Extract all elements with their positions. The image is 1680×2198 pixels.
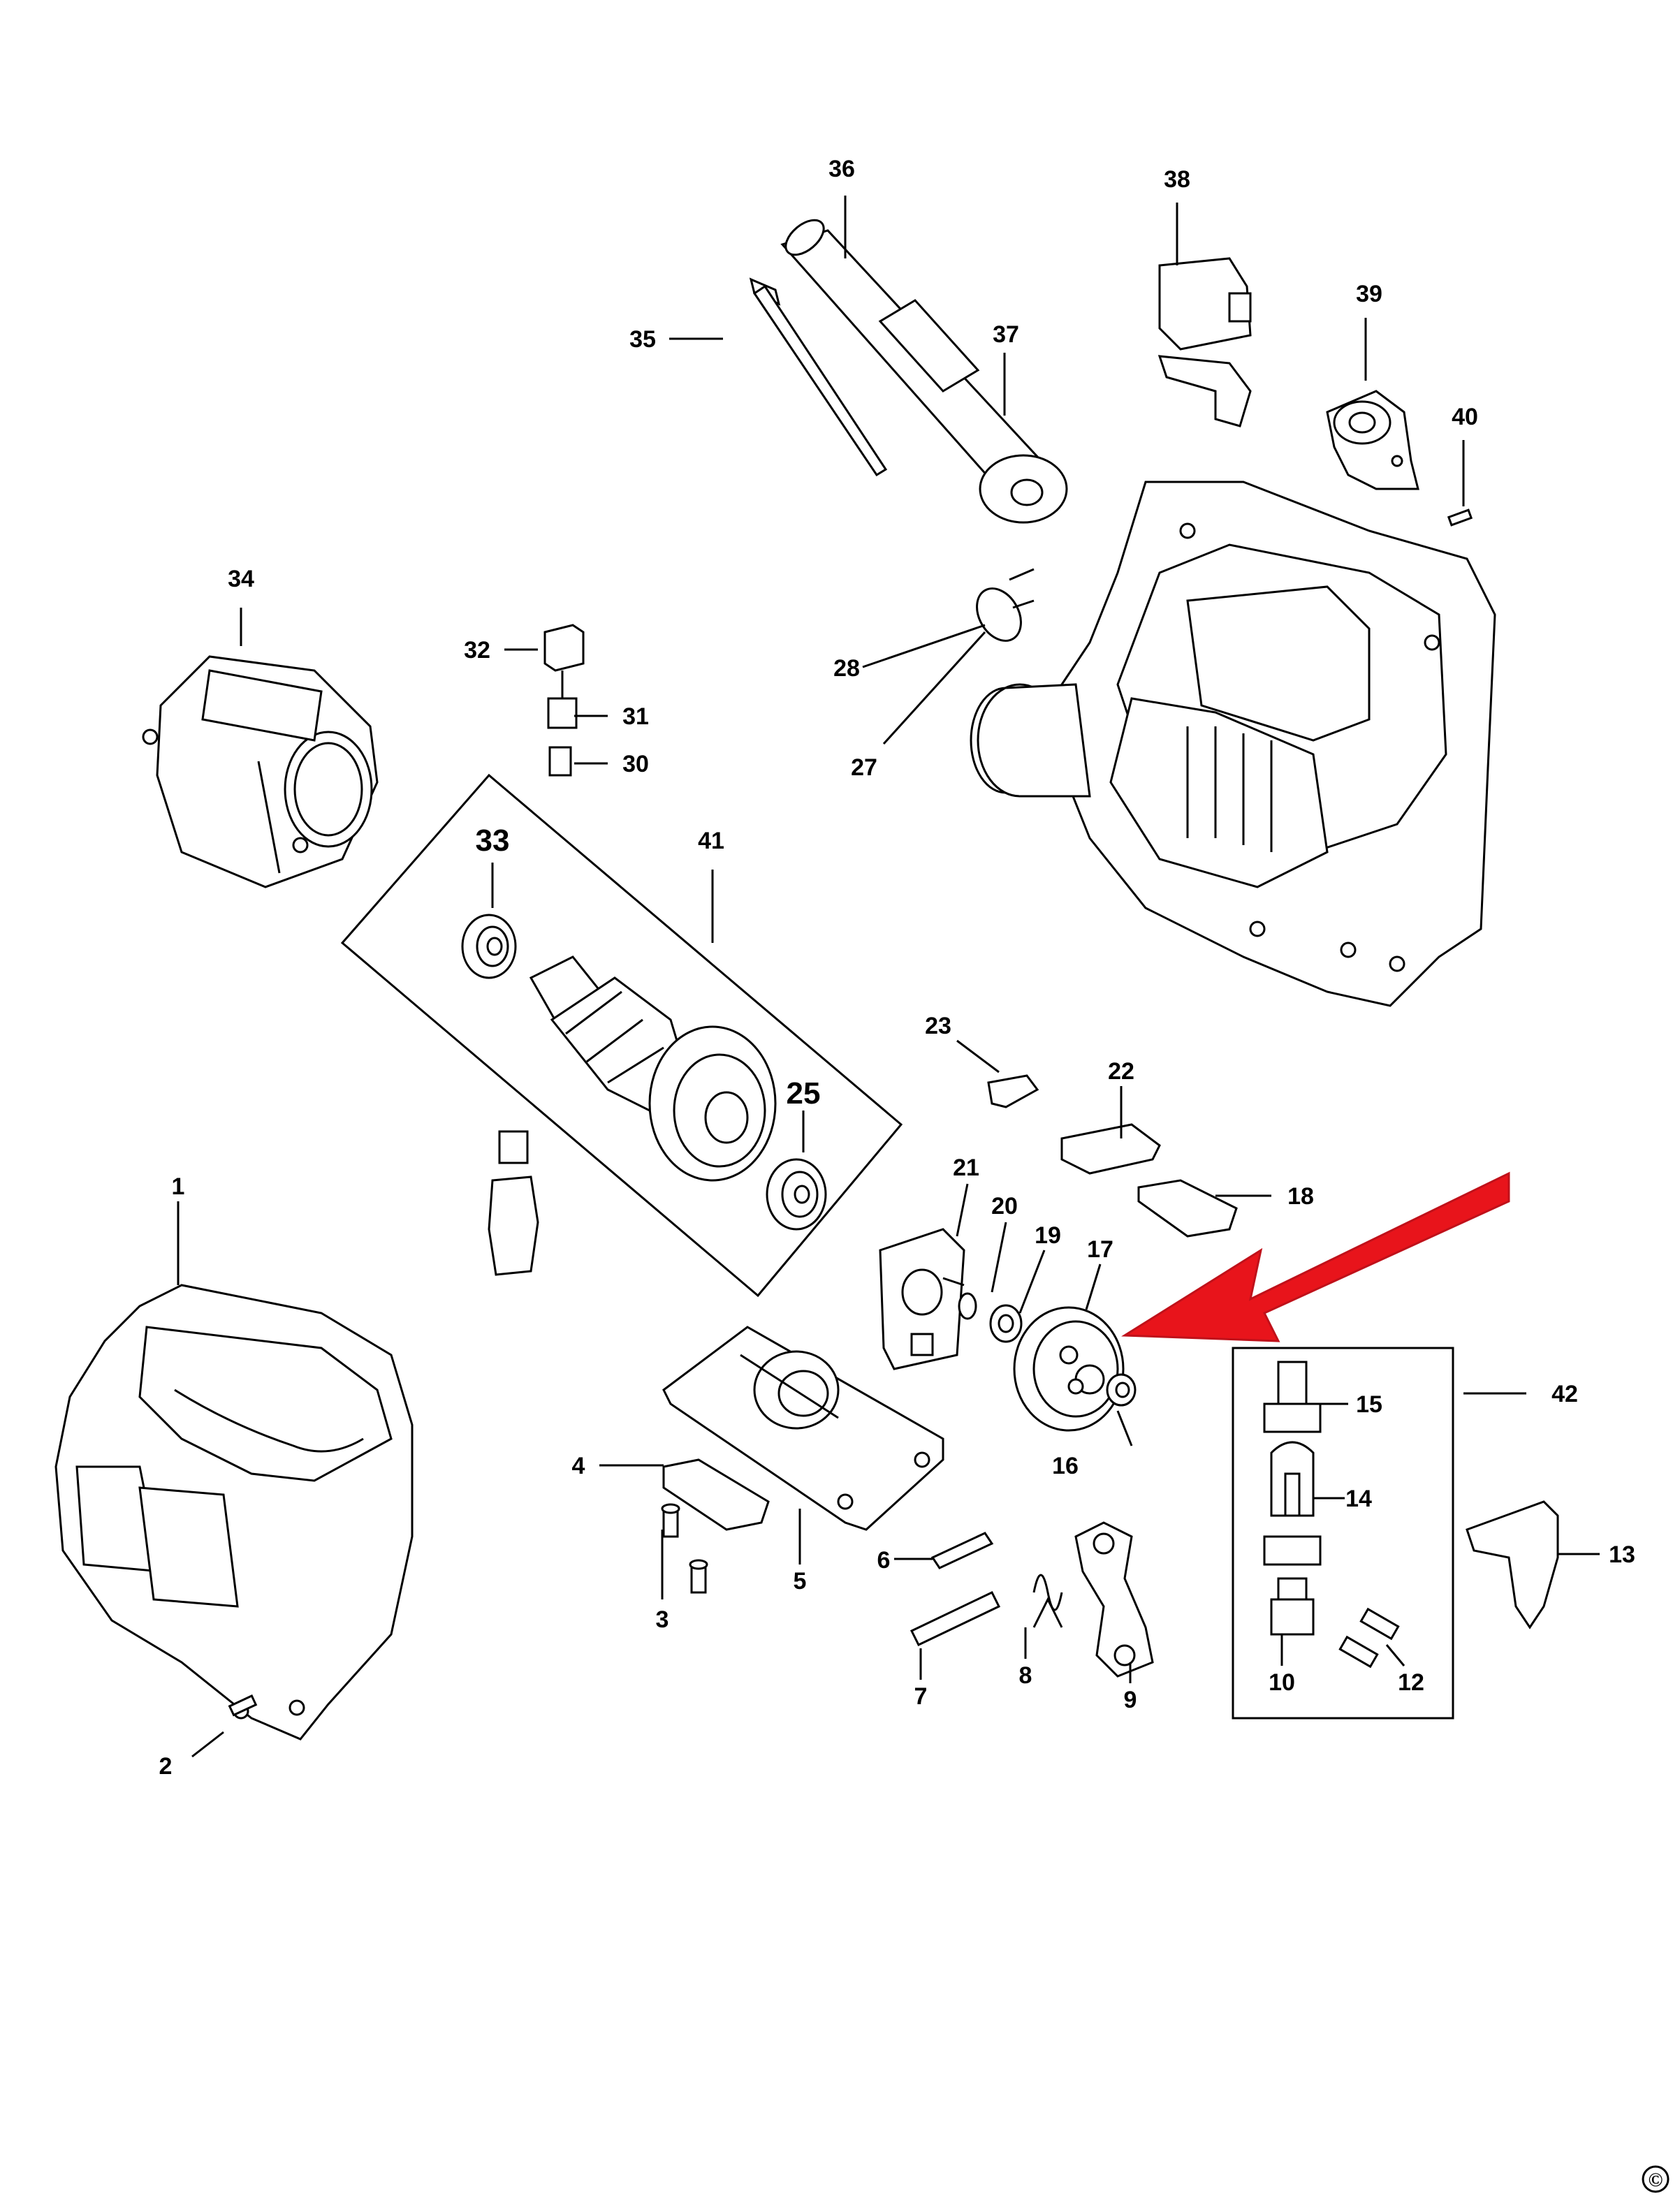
label-part-33: 33 [476, 823, 510, 858]
screws-part-3 [662, 1504, 707, 1592]
label-part-32: 32 [464, 637, 490, 664]
motor-housing-part-1 [56, 1285, 412, 1739]
needle-bearing-part-19 [991, 1305, 1021, 1342]
label-part-40: 40 [1452, 404, 1478, 430]
label-part-38: 38 [1164, 166, 1190, 193]
screw-part-2 [230, 1696, 256, 1715]
screw-part-40 [1449, 510, 1471, 525]
label-part-10: 10 [1269, 1669, 1295, 1696]
screws-part-12 [1340, 1609, 1398, 1666]
gear-part-17 [1014, 1307, 1123, 1430]
label-part-4: 4 [572, 1453, 585, 1479]
gear-plate-part-5 [664, 1327, 943, 1530]
label-part-6: 6 [877, 1547, 891, 1574]
clip-part-13 [1467, 1502, 1558, 1627]
armature-group-box-part-41 [342, 775, 901, 1296]
label-part-18: 18 [1287, 1183, 1314, 1210]
label-part-2: 2 [159, 1753, 173, 1780]
plate-part-4 [664, 1460, 768, 1530]
bracket-part-22 [1062, 1124, 1160, 1173]
label-part-35: 35 [629, 326, 656, 353]
copyright-symbol: © [1649, 2169, 1663, 2191]
label-part-8: 8 [1019, 1662, 1032, 1689]
label-part-15: 15 [1356, 1391, 1382, 1418]
label-part-25: 25 [787, 1076, 821, 1111]
label-part-7: 7 [914, 1683, 928, 1710]
label-part-39: 39 [1356, 281, 1382, 307]
label-part-17: 17 [1087, 1236, 1113, 1263]
label-part-14: 14 [1345, 1486, 1372, 1512]
label-part-20: 20 [991, 1193, 1018, 1219]
label-part-30: 30 [622, 751, 649, 777]
label-part-23: 23 [925, 1013, 951, 1039]
label-part-9: 9 [1124, 1687, 1137, 1713]
label-part-16: 16 [1052, 1453, 1079, 1479]
label-part-41: 41 [698, 828, 724, 854]
highlight-arrow [1121, 1171, 1510, 1342]
label-part-31: 31 [622, 703, 649, 730]
housing-half [971, 482, 1495, 1006]
shaft-rod-part-36-37 [780, 214, 1067, 522]
label-part-5: 5 [794, 1568, 807, 1595]
label-part-36: 36 [828, 156, 855, 182]
switch-part-38 [1160, 258, 1250, 426]
clip-part-23 [988, 1076, 1037, 1107]
leader-lines [177, 196, 1600, 1758]
label-part-37: 37 [993, 321, 1019, 348]
bearing-part-25 [767, 1159, 826, 1229]
lever-part-9 [1076, 1523, 1153, 1676]
guide-block-part-21 [880, 1229, 964, 1369]
bearing-part-33 [462, 915, 516, 978]
bushing-part-16 [1107, 1375, 1135, 1405]
label-part-34: 34 [228, 566, 254, 592]
label-part-21: 21 [953, 1155, 979, 1181]
label-part-22: 22 [1108, 1058, 1134, 1085]
label-part-3: 3 [656, 1606, 669, 1633]
blade-clamp-part-10-14-15 [1264, 1362, 1320, 1634]
armature-rotor [531, 957, 775, 1180]
plate-part-18 [1139, 1180, 1236, 1236]
spring-part-8 [1034, 1575, 1062, 1627]
blade-clamp-group-box-part-42 [1233, 1348, 1453, 1718]
field-stator-part-34 [143, 657, 377, 887]
pin-part-7 [912, 1592, 999, 1645]
washer-part-20 [959, 1294, 976, 1319]
pin-part-6 [933, 1533, 992, 1568]
label-part-1: 1 [172, 1173, 185, 1200]
bracket-part-39 [1327, 391, 1418, 489]
label-part-12: 12 [1398, 1669, 1424, 1696]
label-part-13: 13 [1609, 1541, 1635, 1568]
brush-holder-loose [489, 1131, 538, 1275]
label-part-42: 42 [1551, 1381, 1578, 1407]
clip-part-27-28 [968, 569, 1034, 649]
label-part-19: 19 [1035, 1222, 1061, 1249]
brush-holder-part-30-31-32 [545, 625, 583, 775]
label-part-27: 27 [851, 754, 877, 781]
copyright-mark: © [1642, 2165, 1670, 2193]
label-part-28: 28 [833, 655, 860, 682]
hex-key-part-35 [751, 279, 886, 475]
